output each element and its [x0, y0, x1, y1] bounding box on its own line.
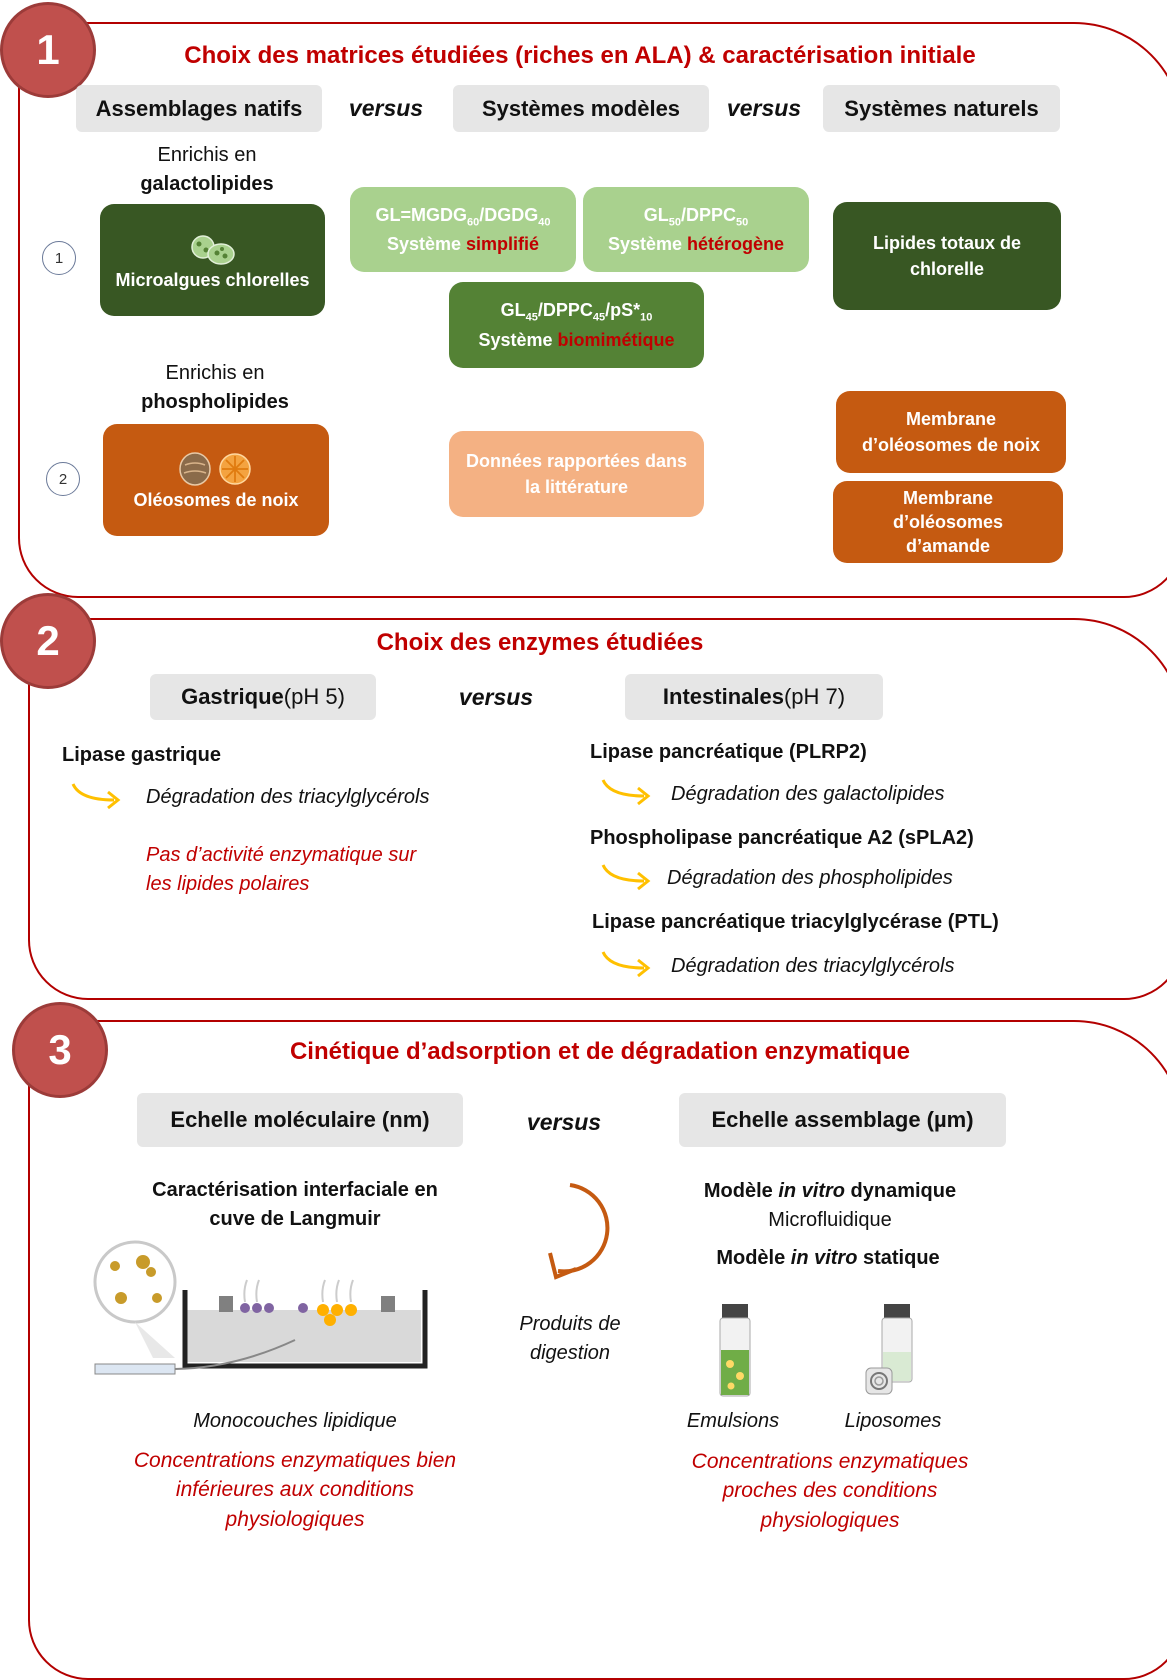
intestinal-action-2: Dégradation des phospholipides — [667, 867, 953, 889]
section-1-title: Choix des matrices étudiées (riches en A… — [184, 42, 976, 69]
row2-enriched-bold: phospholipides — [141, 391, 289, 413]
section-3-number: 3 — [12, 1002, 108, 1098]
section-1-number: 1 — [0, 2, 96, 98]
static-model: Modèle in vitro statique — [716, 1247, 940, 1269]
intestinal-action-1: Dégradation des galactolipides — [671, 783, 945, 805]
langmuir-trough-illustration — [93, 1240, 428, 1375]
col-natural-label: Systèmes naturels — [823, 85, 1060, 132]
model-simplified-formula: GL=MGDG60/DGDG40 — [375, 204, 551, 229]
langmuir-line2: cuve de Langmuir — [209, 1208, 381, 1230]
gastric-action: Dégradation des triacylglycérols — [146, 786, 430, 808]
arrow-icon — [601, 951, 651, 978]
model-simplified-box: GL=MGDG60/DGDG40 Système simplifié — [350, 187, 576, 272]
microalgae-box: Microalgues chlorelles — [100, 204, 325, 316]
almond-membrane-box: Membrane d’oléosomes d’amande — [833, 481, 1063, 563]
row2-enriched-prefix: Enrichis en — [165, 362, 265, 384]
langmuir-line1: Caractérisation interfaciale en — [152, 1179, 438, 1201]
literature-data-box: Données rapportées dans la littérature — [449, 431, 704, 517]
monolayer-label: Monocouches lipidique — [193, 1410, 397, 1432]
emulsion-vial-icon — [719, 1304, 751, 1397]
intestinal-action-3: Dégradation des triacylglycérols — [671, 955, 955, 977]
right-note: Concentrations enzymatiques proches des … — [691, 1450, 969, 1532]
model-biomimetic-formula: GL45/DPPC45/pS*10 — [500, 300, 653, 324]
intestinal-enzyme-1: Lipase pancréatique (PLRP2) — [590, 741, 867, 763]
model-biomimetic-caption: Système biomimétique — [478, 329, 675, 350]
row1-enriched-prefix: Enrichis en — [157, 144, 257, 166]
intestinal-enzyme-3: Lipase pancréatique triacylglycérase (PT… — [592, 911, 999, 933]
chlorella-lipids-box: Lipides totaux de chlorelle — [833, 202, 1061, 310]
walnut-membrane-box: Membrane d’oléosomes de noix — [836, 391, 1066, 473]
walnut-icon — [179, 452, 251, 486]
left-note: Concentrations enzymatiques bien inférie… — [133, 1449, 457, 1531]
gastric-note-line2: les lipides polaires — [146, 873, 310, 895]
molecular-scale-label: Echelle moléculaire (nm) — [137, 1093, 463, 1147]
model-heterogeneous-box: GL50/DPPC50 Système hétérogène — [583, 187, 809, 272]
digestion-line1: Produits de — [519, 1313, 621, 1335]
section-3-title: Cinétique d’adsorption et de dégradation… — [289, 1038, 911, 1065]
liposomes-label: Liposomes — [844, 1410, 942, 1432]
arrow-icon — [601, 779, 651, 806]
section3-versus: versus — [526, 1109, 602, 1135]
digestion-line2: digestion — [529, 1342, 611, 1364]
section-2-panel — [28, 618, 1167, 1000]
walnut-oleosomes-label: Oléosomes de noix — [133, 489, 299, 510]
liposome-vial-icon — [865, 1304, 913, 1395]
row1-enriched-bold: galactolipides — [140, 173, 274, 195]
walnut-oleosomes-box: Oléosomes de noix — [103, 424, 329, 536]
almond-membrane-label: Membrane d’oléosomes d’amande — [892, 487, 1004, 557]
magnifier-circle — [93, 1240, 177, 1324]
walnut-membrane-label: Membrane d’oléosomes de noix — [861, 408, 1041, 455]
section2-versus: versus — [458, 684, 534, 710]
section-2-title: Choix des enzymes étudiées — [376, 629, 704, 656]
assembly-scale-label: Echelle assemblage (µm) — [679, 1093, 1006, 1147]
arrow-icon — [601, 864, 651, 891]
model-heterogeneous-formula: GL50/DPPC50 — [643, 204, 749, 229]
intestinal-enzyme-2: Phospholipase pancréatique A2 (sPLA2) — [590, 827, 974, 849]
model-heterogeneous-caption: Système hétérogène — [607, 234, 785, 255]
versus-2: versus — [726, 95, 802, 121]
col-native-label: Assemblages natifs — [76, 85, 322, 132]
model-biomimetic-box: GL45/DPPC45/pS*10 Système biomimétique — [449, 282, 704, 368]
arrow-icon — [71, 783, 121, 810]
emulsions-label: Emulsions — [686, 1410, 780, 1432]
digestion-cycle-icon — [548, 1183, 610, 1280]
microfluidic-label: Microfluidique — [768, 1209, 892, 1231]
gastric-label: Gastrique (pH 5) — [150, 674, 376, 720]
gastric-note-line1: Pas d’activité enzymatique sur — [146, 844, 417, 866]
row1-marker: 1 — [42, 241, 76, 275]
microalgae-label: Microalgues chlorelles — [115, 269, 310, 290]
chlorella-lipids-label: Lipides totaux de chlorelle — [872, 232, 1022, 279]
row2-marker: 2 — [46, 462, 80, 496]
model-simplified-caption: Système simplifié — [386, 234, 540, 255]
gastric-enzyme: Lipase gastrique — [62, 744, 221, 766]
versus-1: versus — [348, 95, 424, 121]
literature-data-label: Données rapportées dans la littérature — [465, 450, 688, 497]
col-model-label: Systèmes modèles — [453, 85, 709, 132]
section-1-panel — [18, 22, 1167, 598]
intestinal-label: Intestinales (pH 7) — [625, 674, 883, 720]
section-2-number: 2 — [0, 593, 96, 689]
microalgae-icon — [190, 235, 235, 265]
dynamic-model: Modèle in vitro dynamique — [703, 1180, 957, 1202]
